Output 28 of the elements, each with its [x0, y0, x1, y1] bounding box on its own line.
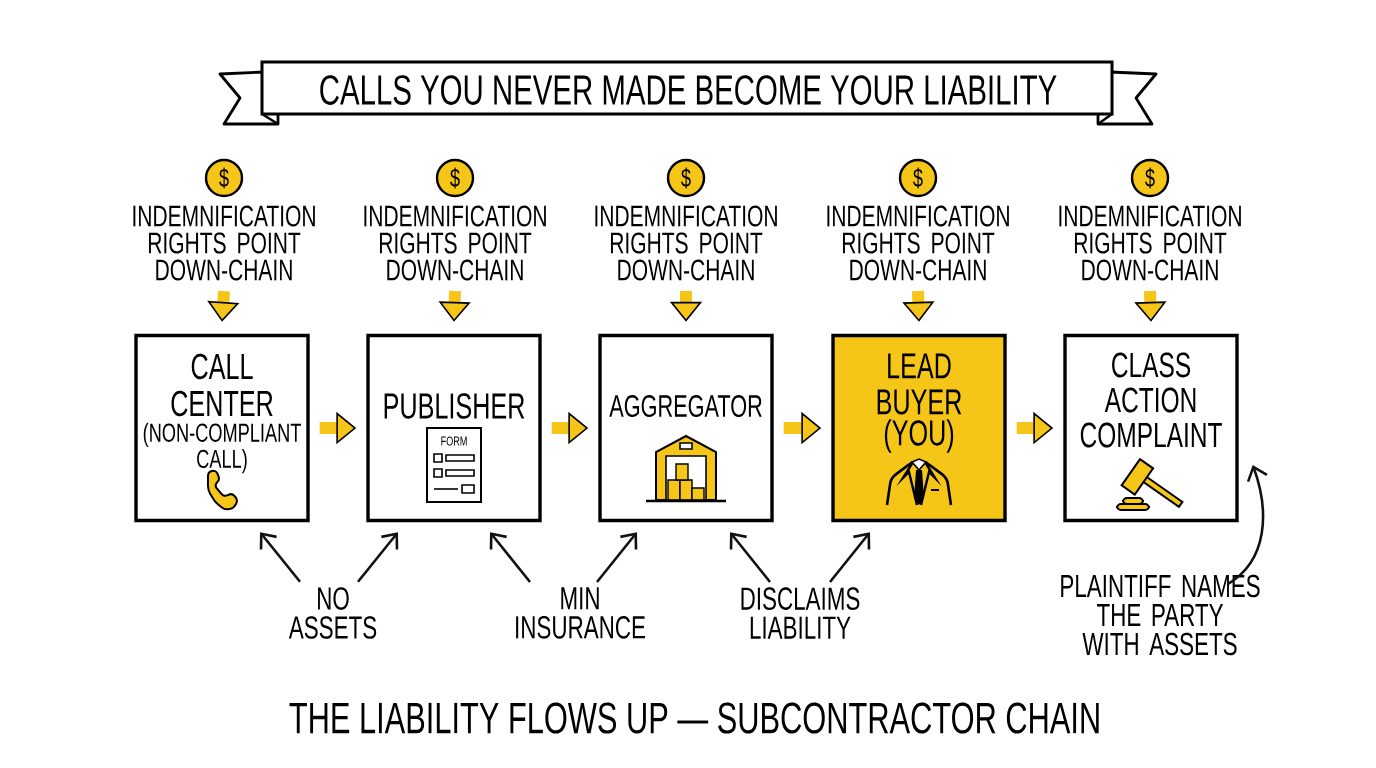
- callout-text: DISCLAIMS LIABILITY: [741, 587, 860, 639]
- coin: $: [666, 158, 706, 198]
- arrow: [357, 532, 399, 583]
- note-text: INDEMNIFICATION RIGHTS POINT DOWN-CHAIN: [133, 205, 315, 281]
- banner: CALLS YOU NEVER MADE BECOME YOUR LIABILITY: [218, 60, 1158, 126]
- process-box: CALL CENTER (NON-COMPLIANT CALL): [134, 333, 310, 523]
- callout-text: PLAINTIFF NAMES THE PARTY WITH ASSETS: [1061, 574, 1260, 656]
- note-text: INDEMNIFICATION RIGHTS POINT DOWN-CHAIN: [827, 205, 1009, 281]
- arrow: [1226, 465, 1268, 586]
- process-box: PUBLISHER FORM: [366, 333, 542, 523]
- process-box: CLASS ACTION COMPLAINT: [1063, 333, 1239, 523]
- process-box: AGGREGATOR: [598, 333, 774, 523]
- arrow: [596, 532, 638, 583]
- process-box: LEAD BUYER (YOU): [831, 333, 1007, 523]
- note-text: INDEMNIFICATION RIGHTS POINT DOWN-CHAIN: [1059, 205, 1241, 281]
- arrow: [259, 532, 301, 583]
- arrow: [489, 532, 532, 583]
- arrow: [729, 532, 772, 583]
- callout-text: NO ASSETS: [288, 587, 377, 639]
- arrow: [829, 532, 871, 583]
- note-text: INDEMNIFICATION RIGHTS POINT DOWN-CHAIN: [595, 205, 777, 281]
- coin: $: [898, 158, 938, 198]
- callout-text: MIN INSURANCE: [516, 587, 645, 639]
- coin: $: [204, 158, 244, 198]
- caption: THE LIABILITY FLOWS UP — SUBCONTRACTOR CHAIN: [289, 702, 1099, 734]
- coin: $: [1130, 158, 1170, 198]
- note-text: INDEMNIFICATION RIGHTS POINT DOWN-CHAIN: [364, 205, 546, 281]
- coin: $: [435, 158, 475, 198]
